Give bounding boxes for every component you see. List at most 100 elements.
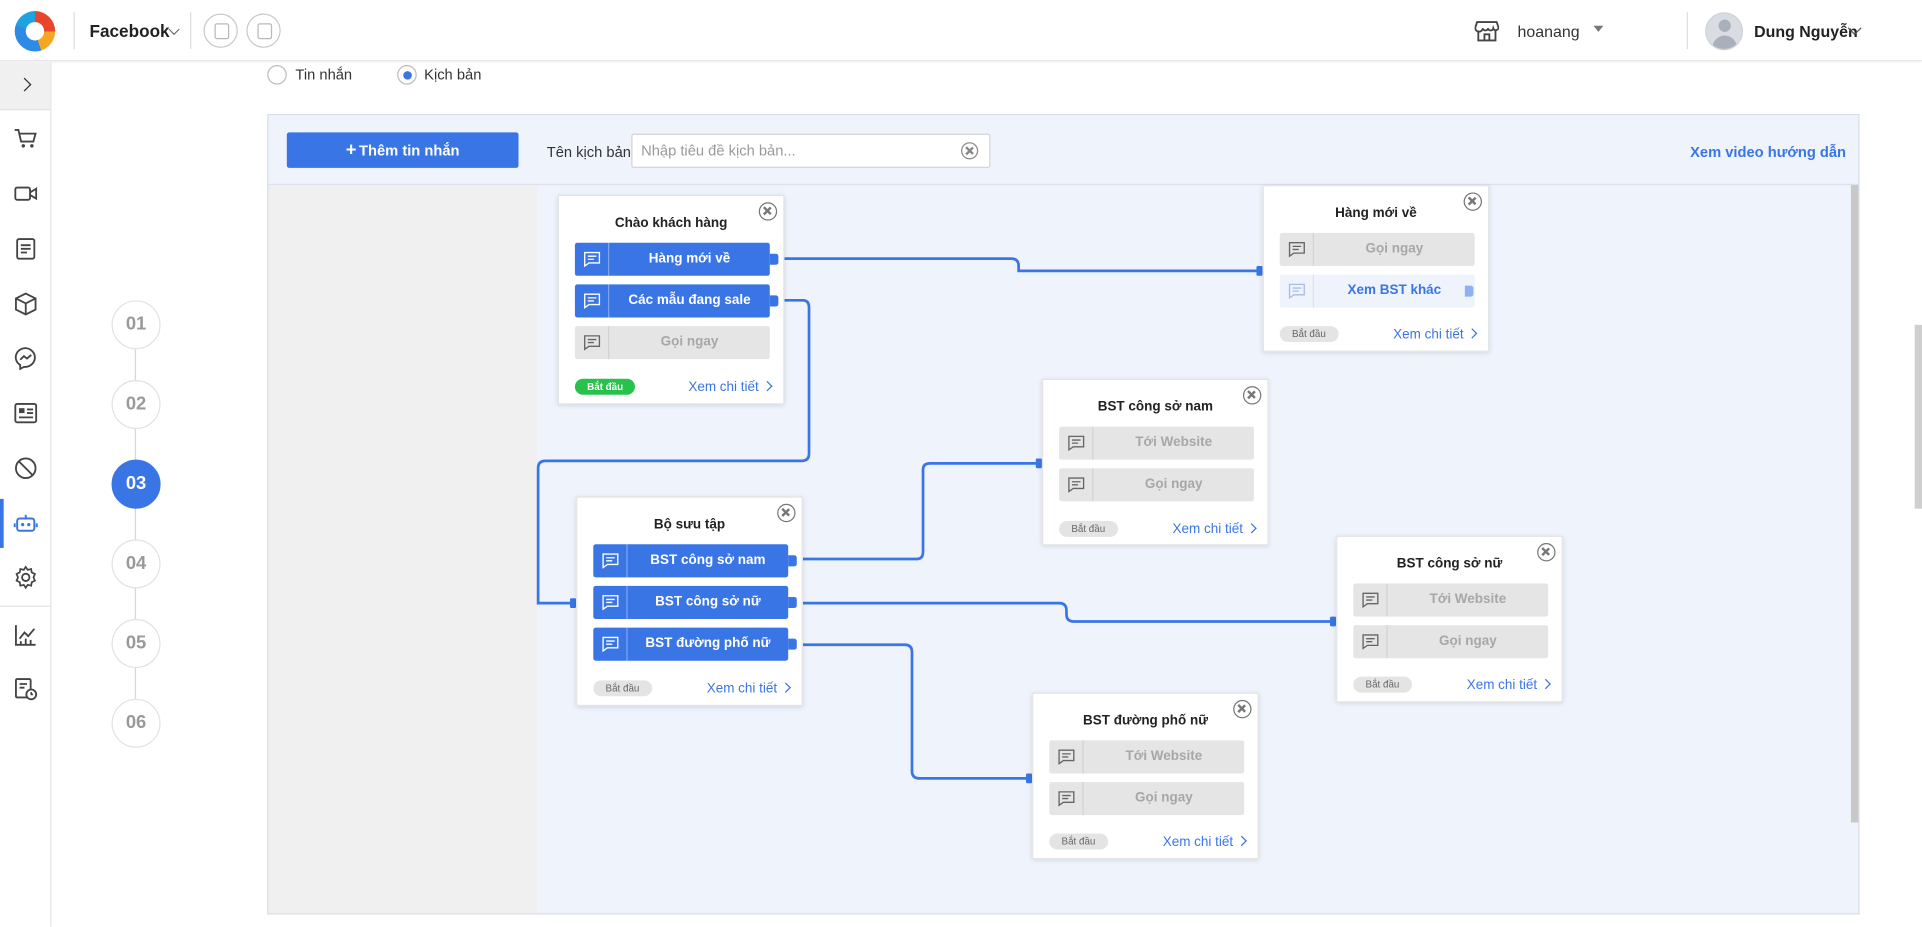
- view-detail-link[interactable]: Xem chi tiết: [707, 682, 791, 696]
- close-icon[interactable]: [1537, 543, 1556, 562]
- input-port[interactable]: [1025, 773, 1033, 784]
- view-detail-link[interactable]: Xem chi tiết: [688, 380, 773, 395]
- card-button[interactable]: Gọi ngay: [574, 326, 770, 360]
- message-card-new-arrivals[interactable]: Hàng mới về Gọi ngay Xem BST khác Bắt đầ…: [1262, 185, 1490, 352]
- card-button[interactable]: BST công sở nữ: [593, 585, 797, 620]
- card-title: Chào khách hàng: [614, 215, 728, 231]
- shop-name[interactable]: hoanang: [1517, 22, 1580, 41]
- step-3[interactable]: 03: [111, 459, 161, 509]
- sidebar-item-news[interactable]: [0, 389, 50, 438]
- input-port[interactable]: [1329, 616, 1337, 627]
- step-1[interactable]: 01: [111, 300, 161, 350]
- output-port[interactable]: [1464, 285, 1474, 297]
- step-5[interactable]: 05: [111, 619, 161, 669]
- canvas-scrollbar[interactable]: [1850, 185, 1859, 823]
- divider: [0, 605, 51, 607]
- message-card-welcome[interactable]: Chào khách hàng Hàng mới về Các mẫu đang…: [557, 194, 785, 405]
- radio-scenario[interactable]: [397, 64, 417, 85]
- card-button[interactable]: Gọi ngay: [1049, 782, 1245, 816]
- radio-label[interactable]: Tin nhắn: [295, 66, 353, 84]
- page-scrollbar[interactable]: [1914, 324, 1922, 509]
- close-icon[interactable]: [1463, 192, 1482, 211]
- output-port[interactable]: [769, 295, 779, 307]
- store-icon[interactable]: [1474, 20, 1500, 42]
- sidebar-item-video[interactable]: [0, 169, 50, 218]
- card-button[interactable]: Gọi ngay: [1279, 232, 1475, 266]
- sidebar-item-history[interactable]: [0, 664, 50, 713]
- step-6[interactable]: 06: [111, 698, 161, 748]
- card-button-label: BST công sở nữ: [655, 594, 761, 610]
- input-port[interactable]: [569, 598, 577, 608]
- close-icon[interactable]: [777, 503, 796, 523]
- message-icon: [602, 595, 619, 611]
- video-guide-link[interactable]: Xem video hướng dẫn: [1690, 143, 1847, 161]
- output-port[interactable]: [769, 253, 779, 265]
- start-badge[interactable]: Bắt đầu: [1353, 676, 1412, 693]
- sidebar-item-products[interactable]: [0, 279, 50, 328]
- close-icon[interactable]: [758, 202, 778, 221]
- card-button-label: Tới Website: [1125, 748, 1203, 764]
- start-badge[interactable]: Bắt đầu: [593, 680, 652, 697]
- message-icon: [584, 335, 601, 351]
- message-card-office-women[interactable]: BST công sở nữ Tới Website Gọi ngay Bắt …: [1336, 535, 1563, 703]
- shopping-bag-icon[interactable]: [246, 13, 281, 48]
- view-detail-link[interactable]: Xem chi tiết: [1393, 327, 1478, 342]
- card-button-label: BST công sở nam: [650, 552, 766, 568]
- chevron-down-icon[interactable]: [168, 23, 180, 35]
- user-name[interactable]: Dung Nguyễn: [1754, 22, 1858, 41]
- caret-down-icon[interactable]: [1593, 25, 1604, 32]
- avatar[interactable]: [1705, 12, 1744, 51]
- message-icon: [602, 636, 619, 653]
- card-button[interactable]: BST công sở nam: [593, 544, 797, 578]
- card-button[interactable]: Tới Website: [1049, 740, 1245, 774]
- app-logo[interactable]: [14, 11, 56, 52]
- step-2[interactable]: 02: [111, 379, 161, 430]
- sidebar-item-settings[interactable]: [0, 553, 50, 602]
- chevron-right-icon: [1466, 328, 1478, 339]
- card-button[interactable]: Gọi ngay: [1353, 625, 1549, 659]
- card-button[interactable]: Tới Website: [1059, 426, 1254, 460]
- start-badge[interactable]: Bắt đầu: [1279, 326, 1339, 342]
- card-button[interactable]: Tới Website: [1353, 583, 1549, 617]
- chevron-right-icon: [17, 77, 32, 92]
- input-port[interactable]: [1256, 265, 1263, 276]
- start-badge[interactable]: Bắt đầu: [1059, 520, 1118, 537]
- close-icon[interactable]: [1233, 699, 1252, 719]
- input-port[interactable]: [1035, 458, 1042, 469]
- card-button[interactable]: Các mẫu đang sale: [574, 284, 779, 318]
- view-detail-link[interactable]: Xem chi tiết: [1466, 677, 1551, 693]
- radio-label[interactable]: Kịch bản: [424, 66, 482, 84]
- card-button[interactable]: BST đường phố nữ: [593, 627, 797, 661]
- message-card-collection[interactable]: Bộ sưu tập BST công sở nam BST công sở n…: [576, 496, 803, 707]
- card-button[interactable]: Xem BST khác: [1279, 274, 1475, 308]
- step-4[interactable]: 04: [111, 539, 161, 589]
- clear-icon[interactable]: [961, 142, 979, 160]
- start-badge[interactable]: Bắt đầu: [1049, 833, 1108, 850]
- card-title: BST công sở nam: [1097, 399, 1213, 415]
- channel-name[interactable]: Facebook: [89, 20, 170, 41]
- start-badge[interactable]: Bắt đầu: [574, 378, 636, 395]
- sidebar-expand-button[interactable]: [0, 61, 51, 111]
- card-button[interactable]: Gọi ngay: [1059, 468, 1254, 502]
- add-message-button[interactable]: +Thêm tin nhắn: [286, 132, 519, 168]
- shopping-bag-icon[interactable]: [203, 13, 238, 48]
- card-button[interactable]: Hàng mới về: [574, 242, 779, 276]
- output-port[interactable]: [788, 555, 797, 567]
- sidebar-item-reports[interactable]: [0, 610, 50, 659]
- view-detail-label: Xem chi tiết: [1466, 677, 1538, 693]
- message-card-office-men[interactable]: BST công sở nam Tới Website Gọi ngay Bắt…: [1041, 378, 1269, 546]
- close-icon[interactable]: [1242, 386, 1262, 405]
- sidebar-item-posts[interactable]: [0, 224, 50, 273]
- sidebar-item-orders[interactable]: [0, 114, 50, 163]
- sidebar-item-messenger[interactable]: [0, 333, 50, 382]
- radio-messages[interactable]: [267, 64, 287, 85]
- scenario-name-input[interactable]: [631, 133, 991, 168]
- view-detail-link[interactable]: Xem chi tiết: [1163, 835, 1247, 849]
- sidebar-item-blocked[interactable]: [0, 444, 50, 493]
- view-detail-link[interactable]: Xem chi tiết: [1173, 522, 1257, 537]
- card-title: Hàng mới về: [1335, 205, 1417, 221]
- message-card-street-women[interactable]: BST đường phố nữ Tới Website Gọi ngay Bắ…: [1032, 692, 1259, 860]
- output-port[interactable]: [788, 596, 797, 608]
- sidebar-item-chatbot[interactable]: [0, 498, 50, 548]
- output-port[interactable]: [788, 638, 797, 650]
